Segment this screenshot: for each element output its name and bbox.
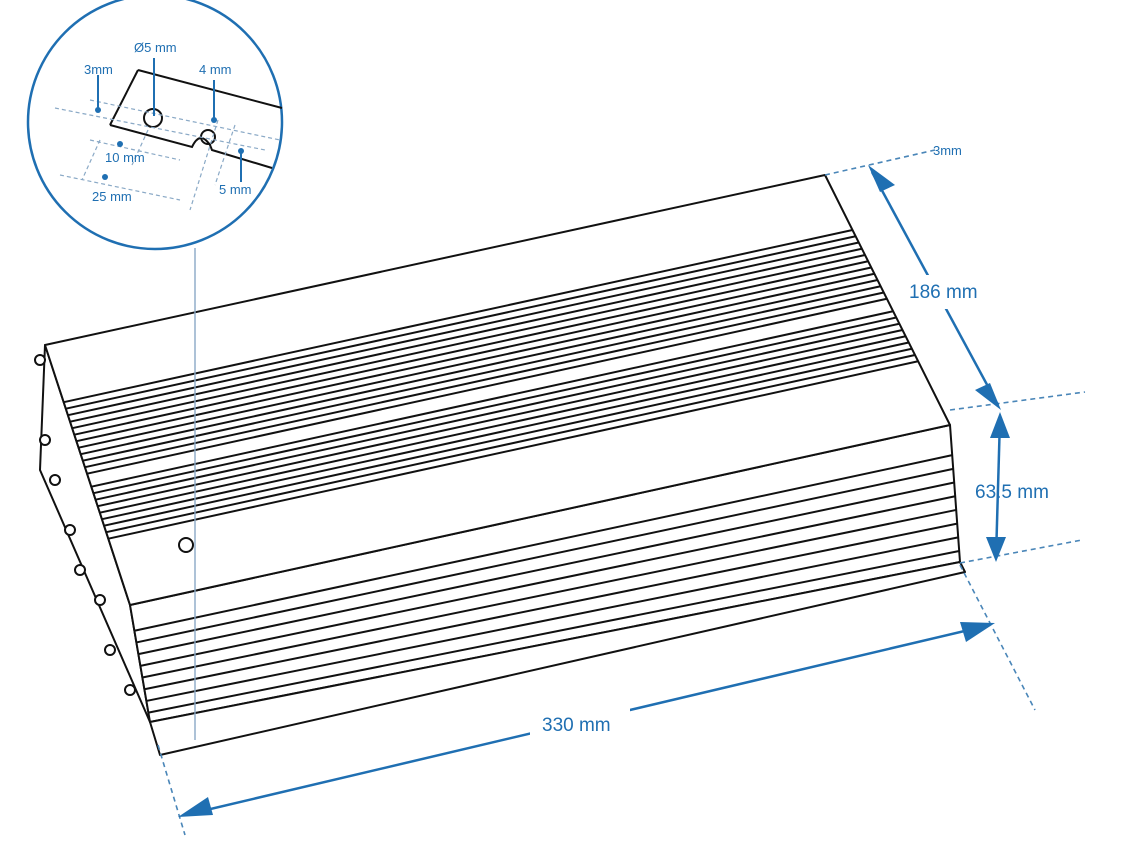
slot-width-label: 4 mm <box>199 62 232 77</box>
front-fin <box>146 536 959 702</box>
heatsink-fin <box>65 235 856 410</box>
heatsink-fin <box>76 266 872 443</box>
heatsink-fin <box>86 297 888 475</box>
heatsink-fin <box>93 316 897 495</box>
slot-offset-label: 25 mm <box>92 189 132 204</box>
side-bolt <box>49 474 61 486</box>
height-label: 63.5 mm <box>975 482 1049 503</box>
front-fin <box>140 495 956 667</box>
heatsink-fin <box>84 291 884 469</box>
front-fin <box>148 550 960 714</box>
heatsink-fin <box>95 322 900 501</box>
length-label: 330 mm <box>542 715 611 736</box>
side-bolt <box>39 434 51 446</box>
screw-hole <box>178 537 194 553</box>
heatsink-fin <box>69 247 863 423</box>
heatsink-fins <box>63 229 960 714</box>
detail-guide-lines <box>54 99 281 211</box>
heatsink-fin <box>71 254 866 430</box>
heatsink-fin <box>80 279 878 456</box>
hole-diameter-label: Ø5 mm <box>134 40 177 55</box>
height-dimension-arrow <box>994 417 1002 559</box>
front-fin <box>136 467 954 644</box>
front-fin <box>142 508 957 679</box>
heatsink-fin <box>97 329 903 508</box>
side-bolt <box>124 684 136 696</box>
heatsink-fin <box>105 354 916 534</box>
heatsink-fin <box>78 272 875 449</box>
heatsink-fin <box>67 241 859 417</box>
side-bolt <box>74 564 86 576</box>
heatsink-fin <box>82 285 881 462</box>
detail-leaders <box>97 58 242 182</box>
heatsink-fin <box>101 341 909 521</box>
heatsink-fin <box>108 360 919 540</box>
depth-label: 186 mm <box>909 282 978 303</box>
heatsink-fin <box>74 260 869 436</box>
side-bolt <box>34 354 46 366</box>
side-bolt <box>64 524 76 536</box>
heatsink-fin <box>99 335 906 514</box>
heatsink-fin <box>91 310 894 488</box>
front-fin <box>144 522 958 691</box>
detail-markers <box>95 107 244 180</box>
side-bolt <box>104 644 116 656</box>
side-connectors <box>34 354 136 696</box>
side-bolt <box>94 594 106 606</box>
detail-callout-circle <box>26 0 284 251</box>
flange-thickness-label: 3mm <box>933 143 962 158</box>
slot-depth-label: 5 mm <box>219 182 252 197</box>
extension-lines <box>157 149 1086 836</box>
front-fin <box>138 481 955 656</box>
mounting-flange <box>149 561 966 756</box>
enclosure-top-face <box>44 174 951 606</box>
hole-offset-label: 10 mm <box>105 150 145 165</box>
edge-offset-label: 3mm <box>84 62 113 77</box>
heatsink-fin <box>103 347 913 527</box>
front-fin <box>134 454 953 632</box>
